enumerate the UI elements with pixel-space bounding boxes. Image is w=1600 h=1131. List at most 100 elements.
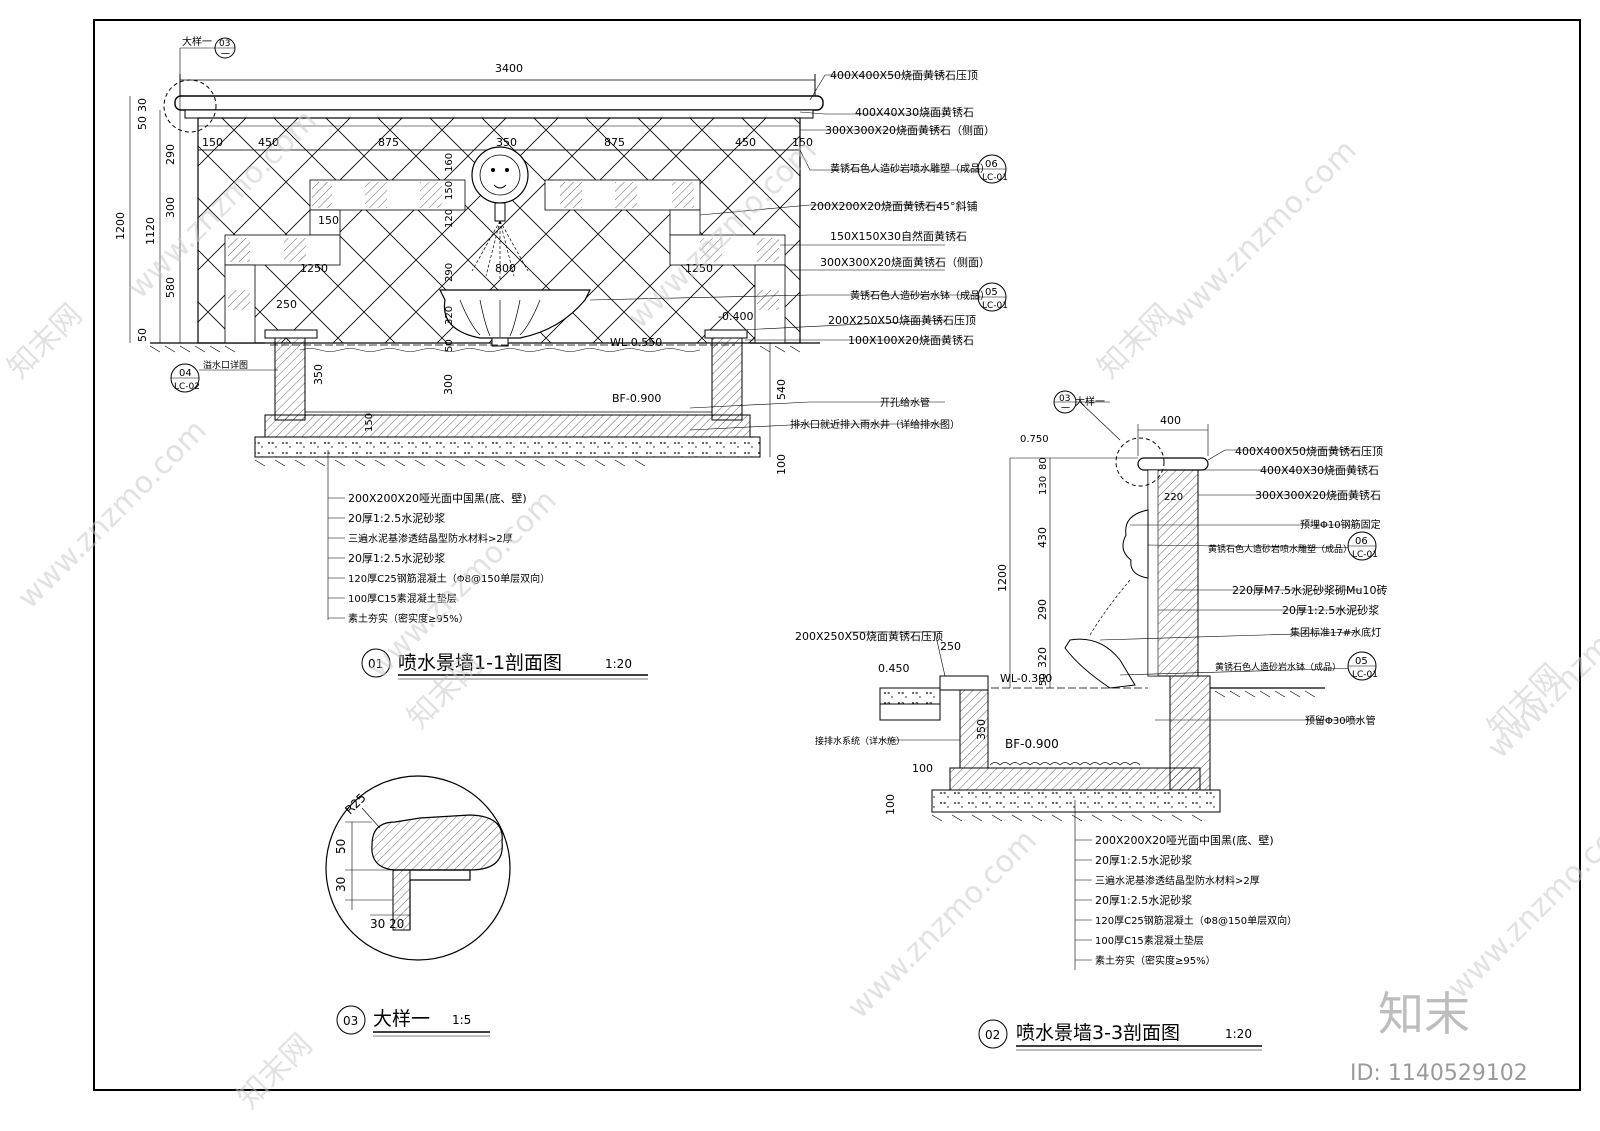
- s1-dim: 100: [775, 454, 788, 475]
- material-label: 开孔给水管: [880, 396, 930, 409]
- s3-dim: 50: [334, 839, 348, 854]
- s1-overflow-sheet: LC-02: [174, 382, 200, 392]
- layer-label: 20厚1:2.5水泥砂浆: [348, 511, 445, 525]
- layer-label: 素土夯实（密实度≥95%）: [1095, 954, 1216, 967]
- s1-title: 喷水景墙1-1剖面图: [398, 652, 562, 674]
- s1-dim: 290: [164, 144, 177, 165]
- layer-label: 三遍水泥基渗透结晶型防水材料>2厚: [348, 532, 513, 545]
- s1-level: BF-0.900: [612, 392, 661, 405]
- s1-dim: 1200: [114, 212, 127, 240]
- s2-bubble05-sheet: LC-01: [1352, 670, 1378, 680]
- watermark-brand: 知末网: [231, 1027, 319, 1115]
- material-label: 黄锈石色人造砂岩水钵（成品）: [850, 289, 990, 302]
- s2-left-label: 接排水系统（详水施）: [815, 735, 905, 747]
- s2-bubble06-sheet: LC-01: [1352, 550, 1378, 560]
- s3-scale: 1:5: [452, 1013, 471, 1027]
- pool-right-wall: [711, 337, 743, 421]
- s1-dim: 50: [136, 116, 149, 130]
- material-label: 300X300X20烧面黄锈石（侧面）: [825, 123, 995, 137]
- s2-left-label: 200X250X50烧面黄锈石压顶: [795, 629, 943, 643]
- coping-stone: [174, 95, 824, 111]
- s1-dim: 50: [136, 328, 149, 342]
- layer-label: 20厚1:2.5水泥砂浆: [348, 551, 445, 565]
- material-label: 黄锈石色人造砂岩水钵（成品）: [1215, 661, 1341, 673]
- s1-bubble06-sheet: LC-01: [982, 173, 1008, 183]
- material-label: 400X400X50烧面黄锈石压顶: [1235, 444, 1383, 458]
- material-label: 400X40X30烧面黄锈石: [1260, 463, 1379, 477]
- s2-dim: 1200: [996, 564, 1009, 592]
- layer-label: 100厚C15素混凝土垫层: [1095, 934, 1204, 947]
- s2-bubble05-num: 05: [1355, 656, 1368, 667]
- s2-coping: [1137, 457, 1209, 471]
- s1-dim: 50: [444, 339, 455, 352]
- pool-floor: [264, 414, 751, 438]
- s2-title: 喷水景墙3-3剖面图: [1016, 1022, 1180, 1044]
- s1-overflow-num: 04: [179, 368, 192, 379]
- lion-head-sculpture: [471, 146, 529, 279]
- pool-base-concrete: [254, 436, 761, 458]
- section-1-1-drawing: [129, 37, 1007, 620]
- s2-ref-num: 03: [1059, 394, 1070, 404]
- watermark-brand: 知末网: [1, 297, 89, 385]
- material-label: 20厚1:2.5水泥砂浆: [1282, 603, 1379, 617]
- s2-pool-floor: [949, 767, 1201, 791]
- s1-layer-labels: 200X200X20哑光面中国黑(底、壁) 20厚1:2.5水泥砂浆 三遍水泥基…: [348, 491, 550, 625]
- s1-bubble05-num: 05: [985, 287, 998, 298]
- s2-dim: 430: [1036, 527, 1049, 548]
- s1-dim: 120: [444, 209, 455, 228]
- s2-sculpture: [1122, 509, 1149, 579]
- s1-dim: 300: [164, 197, 177, 218]
- pool-left-wall: [274, 337, 306, 421]
- s1-dim: 800: [495, 262, 516, 275]
- s3-dim: R25: [342, 791, 369, 818]
- s2-dim: 50: [1038, 673, 1049, 686]
- s1-dim-overall: 3400: [495, 62, 523, 75]
- s1-material-labels: 400X400X50烧面黄锈石压顶 400X40X30烧面黄锈石 300X300…: [790, 68, 995, 431]
- watermark: www.znzmo.com: [841, 823, 1044, 1026]
- s1-dim: 875: [378, 136, 399, 149]
- material-label: 100X100X20烧面黄锈石: [848, 333, 974, 347]
- s2-dim: 400: [1160, 414, 1181, 427]
- s1-dims-left: 30 50 290 300 580 50 1120 1200: [114, 98, 177, 342]
- s2-ref-label: 大样一: [1075, 395, 1105, 408]
- layer-label: 120厚C25钢筋混凝土（Φ8@150单层双向）: [1095, 914, 1297, 927]
- material-label: 集团标准17#水底灯: [1290, 626, 1381, 639]
- material-label: 黄锈石色人造砂岩喷水雕塑（成品）: [830, 162, 990, 175]
- material-label: 300X300X20烧面黄锈石（侧面）: [820, 255, 990, 269]
- material-label: 300X300X20烧面黄锈石: [1255, 488, 1381, 502]
- s2-dims: 400 130 80 220 430 1200 290 320 50 250 3…: [884, 414, 1183, 815]
- s1-ref-num: 03: [219, 39, 230, 49]
- s1-dim: 1120: [144, 217, 157, 245]
- s2-scale: 1:20: [1225, 1027, 1252, 1041]
- s1-level: -0.400: [718, 310, 753, 323]
- s2-dim: 250: [940, 640, 961, 653]
- s1-dim: 350: [496, 136, 517, 149]
- s3-title: 大样一: [373, 1008, 430, 1030]
- s2-ref-sheet: 一: [1061, 404, 1070, 414]
- s2-dim: 100: [884, 794, 897, 815]
- material-label: 400X40X30烧面黄锈石: [855, 105, 974, 119]
- s1-dim: 580: [164, 277, 177, 298]
- s2-material-labels: 400X400X50烧面黄锈石压顶 400X40X30烧面黄锈石 300X300…: [1208, 444, 1387, 727]
- s1-overflow-label: 溢水口详图: [203, 359, 248, 371]
- fountain-bowl: [439, 289, 591, 347]
- s3-title-bubble: [336, 1005, 366, 1035]
- material-label: 400X400X50烧面黄锈石压顶: [830, 68, 978, 82]
- s2-layer-labels: 200X200X20哑光面中国黑(底、壁) 20厚1:2.5水泥砂浆 三遍水泥基…: [1095, 833, 1297, 967]
- s2-dim: 290: [1036, 599, 1049, 620]
- s1-bubble05-sheet: LC-01: [982, 301, 1008, 311]
- s1-scale: 1:20: [605, 657, 632, 671]
- watermark: www.znzmo.com: [1441, 803, 1600, 1006]
- s1-dim: 1250: [300, 262, 328, 275]
- material-label: 220厚M7.5水泥砂浆砌Mu10砖: [1232, 583, 1387, 597]
- s3-dim: 30: [334, 877, 348, 892]
- s2-dim: 130: [1038, 476, 1049, 495]
- s1-dim: 160: [444, 153, 455, 172]
- s1-dim: 320: [444, 306, 455, 325]
- s1-dim: 350: [312, 364, 325, 385]
- s1-dims-row: 150 450 875 350 875 450 150: [202, 136, 813, 149]
- section-3-3-drawing: [850, 390, 1377, 970]
- material-label: 200X250X50烧面黄锈石压顶: [828, 313, 976, 327]
- s1-title-num: 01: [368, 657, 383, 671]
